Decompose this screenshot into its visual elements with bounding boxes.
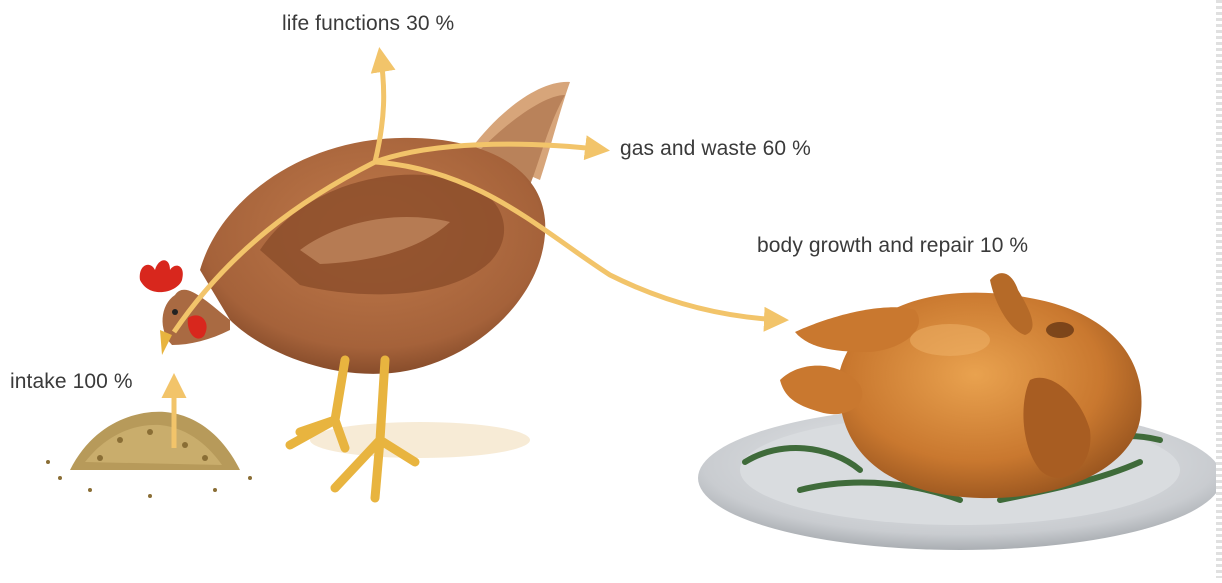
intake-label: intake 100 % <box>10 370 133 394</box>
body-growth-label: body growth and repair 10 % <box>757 234 1028 258</box>
page-edge <box>1216 0 1222 578</box>
feed-pile-illustration <box>46 412 252 498</box>
life-functions-label: life functions 30 % <box>282 12 454 36</box>
gas-and-waste-label: gas and waste 60 % <box>620 137 811 161</box>
roast-chicken-illustration <box>698 273 1222 550</box>
